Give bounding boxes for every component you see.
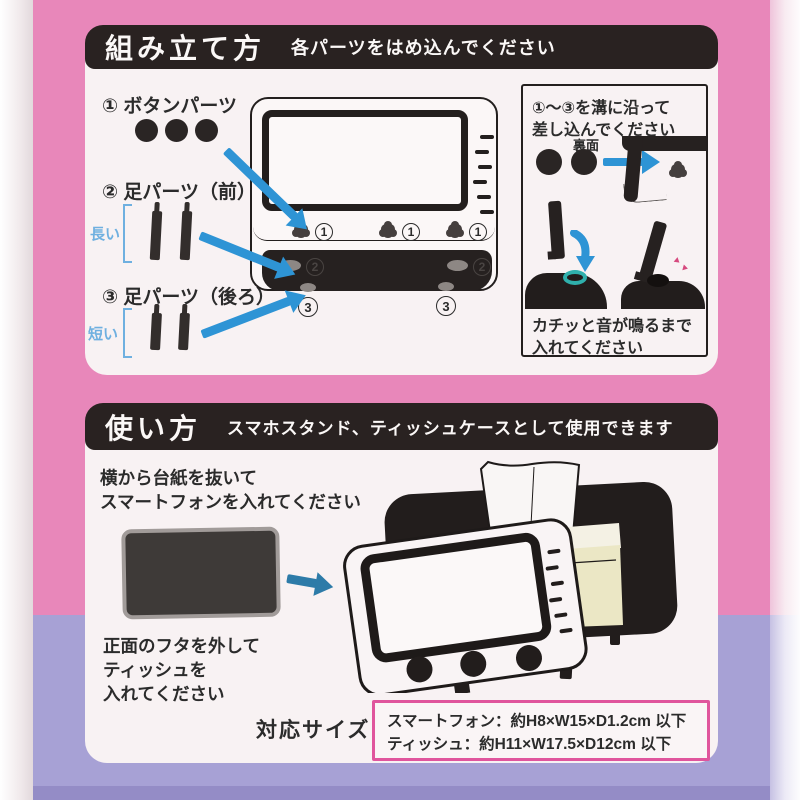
rear-leg-hole	[300, 283, 316, 292]
package-right-edge-bottom	[770, 615, 800, 800]
button-part-dot	[165, 119, 188, 142]
button-back-icon	[571, 149, 597, 175]
button-hole-icon	[451, 221, 459, 229]
long-note: 長い	[90, 226, 121, 243]
leg-joint	[647, 274, 669, 287]
vent-tick	[478, 165, 492, 169]
vent-tick	[473, 180, 487, 184]
button-hole-icon	[674, 161, 682, 169]
part-label-rear-legs: ③ 足パーツ（後ろ）	[102, 287, 275, 308]
rear-leg-hole	[438, 282, 454, 291]
stand-usage-illustration	[343, 460, 678, 693]
size-info-box: スマートフォン：約H8×W15×D1.2cm 以下 ティッシュ：約H11×W17…	[372, 700, 710, 761]
stand-diagram-screen	[262, 110, 468, 211]
rear-leg-part	[150, 312, 162, 351]
button-part-dot	[135, 119, 158, 142]
click-note1: カチッと音が鳴るまで	[532, 318, 693, 335]
assembly-subtitle: 各パーツをはめ込んでください	[291, 38, 556, 58]
button-hole-icon	[384, 221, 392, 229]
phone-step-line2: スマートフォンを入れてください	[100, 492, 361, 512]
phone-step-line1: 横から台紙を抜いて	[100, 468, 257, 488]
insert-instruction-box: ①〜③を溝に沿って 差し込んでください 裏面 カチッと音が鳴るまで 入れてくださ…	[521, 84, 708, 357]
front-panel-seam	[253, 227, 495, 241]
tissue-step-line2: ティッシュを	[103, 660, 207, 680]
marker-1: 1	[315, 223, 333, 241]
marker-1: 1	[402, 223, 420, 241]
click-spark-icon	[682, 264, 689, 272]
rear-leg-part	[178, 312, 190, 351]
part-label-front-legs: ② 足パーツ（前）	[102, 182, 256, 203]
arrow-button-insert	[603, 158, 643, 166]
size-row-tissue: ティッシュ：約H11×W17.5×D12cm 以下	[387, 736, 672, 754]
smartphone-image	[121, 526, 281, 620]
marker-2-ghost: 2	[473, 258, 491, 276]
long-bracket	[123, 204, 132, 263]
click-note2: 入れてください	[532, 340, 644, 357]
groove-top-band	[622, 136, 706, 151]
usage-header-bar: 使い方 スマホスタンド、ティッシュケースとして使用できます	[85, 403, 718, 450]
package-left-edge	[0, 0, 33, 800]
insert-line2: 差し込んでください	[532, 122, 676, 139]
front-leg-part	[179, 210, 193, 261]
assembly-header-bar: 組み立て方 各パーツをはめ込んでください	[85, 25, 718, 69]
button-back-icon	[536, 149, 562, 175]
assembly-title: 組み立て方	[105, 33, 266, 64]
leg-insert-icon	[547, 200, 566, 260]
short-note: 短い	[88, 326, 119, 343]
vent-tick	[480, 135, 494, 139]
size-label: 対応サイズ	[256, 719, 371, 742]
marker-1: 1	[469, 223, 487, 241]
front-leg-hole	[447, 260, 468, 271]
front-leg-part	[149, 210, 163, 261]
package-bottom-fold	[33, 786, 770, 800]
tissue-step-line3: 入れてください	[103, 684, 225, 704]
tissue-step-line1: 正面のフタを外して	[103, 636, 260, 656]
part-label-buttons: ① ボタンパーツ	[102, 96, 237, 117]
leg-hole-highlight-icon	[563, 270, 587, 285]
marker-3: 3	[436, 296, 456, 316]
click-spark-icon	[673, 257, 682, 265]
package-right-edge-top	[770, 0, 800, 615]
vent-tick	[475, 150, 489, 154]
usage-subtitle: スマホスタンド、ティッシュケースとして使用できます	[227, 419, 674, 438]
curved-insert-arrow	[570, 230, 595, 272]
marker-2-ghost: 2	[306, 258, 324, 276]
insert-line1: ①〜③を溝に沿って	[532, 100, 671, 117]
vent-tick	[480, 210, 494, 214]
groove-corner-diagram	[622, 136, 706, 208]
vent-tick	[477, 195, 491, 199]
short-bracket	[123, 308, 132, 358]
usage-title: 使い方	[105, 412, 202, 444]
button-part-dot	[195, 119, 218, 142]
size-row-phone: スマートフォン：約H8×W15×D1.2cm 以下	[387, 713, 687, 730]
